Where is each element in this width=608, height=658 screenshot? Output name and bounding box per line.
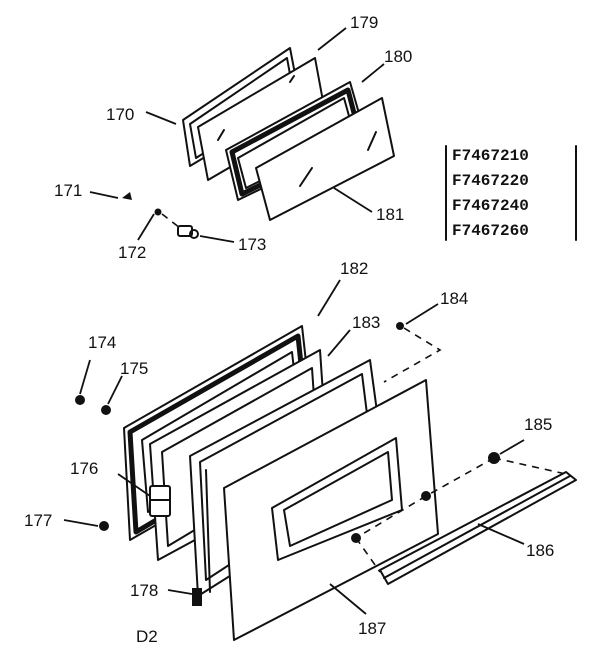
handle-mount-left-hole [421, 491, 431, 501]
part-171-screw [122, 192, 132, 200]
label-187: 187 [358, 619, 386, 638]
part-181-glass [255, 97, 395, 221]
label-176: 176 [70, 459, 98, 478]
label-180: 180 [384, 47, 412, 66]
label-182: 182 [340, 259, 368, 278]
part-174-screw [75, 395, 85, 405]
model-number-list: F7467210 F7467220 F7467240 F7467260 [445, 145, 577, 241]
label-186: 186 [526, 541, 554, 560]
model-number-2: F7467220 [452, 172, 529, 190]
label-171: 171 [54, 181, 82, 200]
label-181: 181 [376, 205, 404, 224]
part-177-screw [99, 521, 109, 531]
label-170: 170 [106, 105, 134, 124]
part-173-clip [177, 225, 199, 239]
label-183: 183 [352, 313, 380, 332]
label-185: 185 [524, 415, 552, 434]
label-178: 178 [130, 581, 158, 600]
part-176-hinge [149, 485, 171, 517]
model-number-1: F7467210 [452, 147, 529, 165]
part-175-washer [101, 405, 111, 415]
label-179: 179 [350, 13, 378, 32]
label-174: 174 [88, 333, 116, 352]
part-184-screw [396, 322, 404, 330]
label-184: 184 [440, 289, 468, 308]
part-172-washer [154, 208, 162, 216]
page-code: D2 [136, 627, 158, 646]
assembly-dashed-lines [161, 213, 567, 573]
model-number-4: F7467260 [452, 222, 529, 240]
label-175: 175 [120, 359, 148, 378]
label-173: 173 [238, 235, 266, 254]
part-178-bracket [192, 588, 202, 606]
label-177: 177 [24, 511, 52, 530]
part-186-handle [379, 471, 577, 585]
label-172: 172 [118, 243, 146, 262]
model-number-3: F7467240 [452, 197, 529, 215]
leader-lines [63, 27, 525, 615]
